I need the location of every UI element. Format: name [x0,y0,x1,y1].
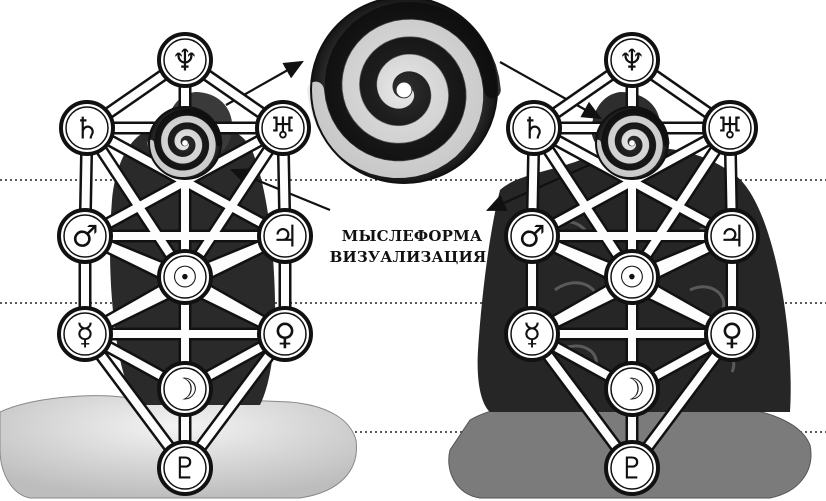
node-neptune: ♆ [159,34,211,86]
uranus-icon: ♅ [270,112,297,147]
node-neptune: ♆ [606,34,658,86]
mars-icon: ♂ [519,220,546,255]
mars-icon: ♂ [72,220,99,255]
node-uranus: ♅ [704,102,756,154]
node-venus: ♀ [706,308,758,360]
pluto-icon: ♇ [172,452,199,487]
thoughtform-disc [311,0,497,183]
sun-icon: ☉ [619,261,646,296]
node-mars: ♂ [506,210,558,262]
node-sun: ☉ [159,251,211,303]
node-uranus: ♅ [257,102,309,154]
node-moon: ☽ [606,363,658,415]
node-mercury: ☿ [506,308,558,360]
node-jupiter: ♃ [706,210,758,262]
node-saturn: ♄ [61,102,113,154]
moon-icon: ☽ [619,373,646,408]
saturn-icon: ♄ [521,112,548,147]
moon-icon: ☽ [172,373,199,408]
pluto-icon: ♇ [619,452,646,487]
mercury-icon: ☿ [523,318,541,353]
neptune-icon: ♆ [172,44,199,79]
spiral-disc-large [311,0,497,183]
spiral-head-small [149,107,221,179]
node-saturn: ♄ [508,102,560,154]
node-venus: ♀ [259,308,311,360]
node-pluto: ♇ [159,442,211,494]
sun-icon: ☉ [172,261,199,296]
node-moon: ☽ [159,363,211,415]
saturn-icon: ♄ [74,112,101,147]
caption-visualization: ВИЗУАЛИЗАЦИЯ [330,248,487,266]
neptune-icon: ♆ [619,44,646,79]
mercury-icon: ☿ [76,318,94,353]
node-pluto: ♇ [606,442,658,494]
spiral-head-small [596,107,668,179]
uranus-icon: ♅ [717,112,744,147]
venus-icon: ♀ [721,318,743,353]
venus-icon: ♀ [274,318,296,353]
jupiter-icon: ♃ [719,220,746,255]
node-jupiter: ♃ [259,210,311,262]
node-mercury: ☿ [59,308,111,360]
jupiter-icon: ♃ [272,220,299,255]
caption-thoughtform: МЫСЛЕФОРМА [342,227,483,245]
node-sun: ☉ [606,251,658,303]
node-mars: ♂ [59,210,111,262]
